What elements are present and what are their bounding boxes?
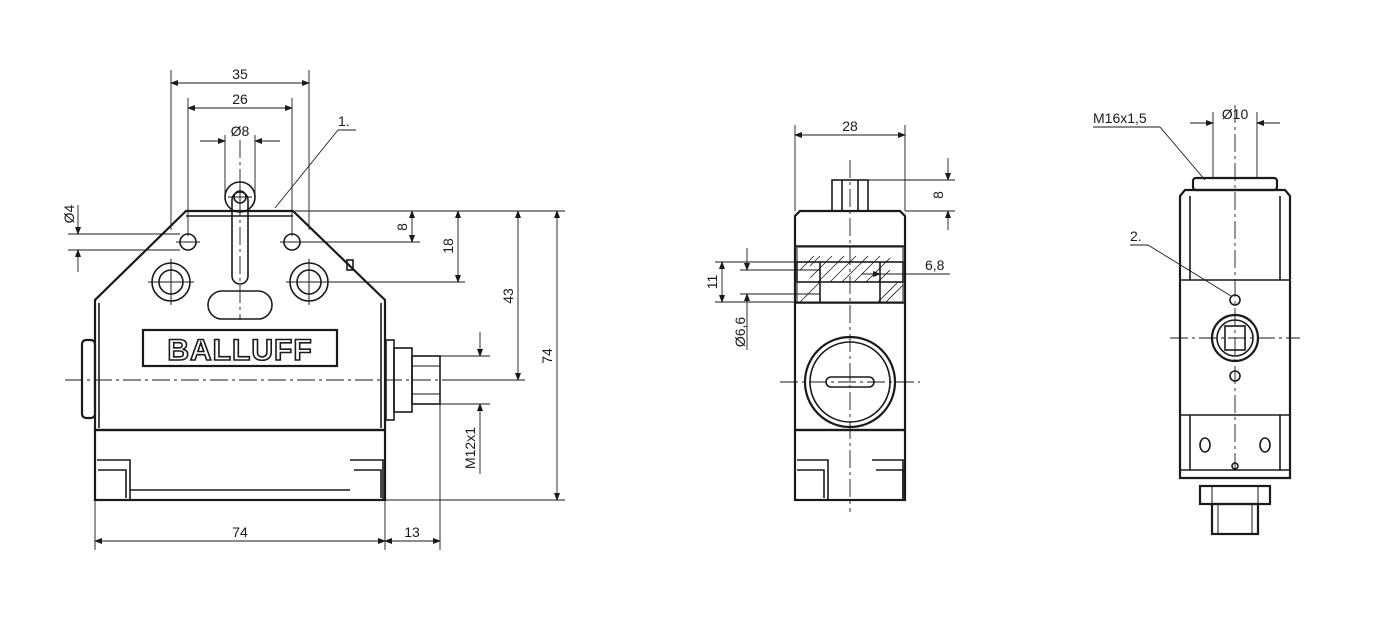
side-round-cap-outer — [803, 335, 897, 429]
side-cap-slot — [825, 376, 875, 388]
rear-small-hole-top — [1229, 294, 1241, 306]
dim-11-label: 11 — [704, 275, 720, 290]
rear-socket-key — [1224, 325, 1246, 351]
dim-m12-label: M12x1 — [462, 427, 478, 469]
dim-28-label: 28 — [842, 118, 858, 134]
front-base-feet-inner — [98, 469, 382, 498]
dim-26-label: 26 — [232, 91, 248, 107]
dim-d10-label: Ø10 — [1222, 106, 1249, 122]
rear-oval-hole-right — [1259, 437, 1271, 453]
dim-d8-label: Ø8 — [231, 123, 250, 139]
front-slot — [207, 290, 273, 320]
rear-connector-thread — [1210, 502, 1260, 536]
dim-side8-label: 8 — [930, 191, 946, 199]
dim-68-label: 6,8 — [925, 257, 945, 273]
rear-small-hole-bottom — [1229, 370, 1241, 382]
brand-logo: BALLUFF — [167, 334, 312, 367]
dim-d66-label: Ø6,6 — [732, 317, 748, 348]
front-left-cap — [80, 338, 97, 420]
dim-13-label: 13 — [404, 524, 420, 540]
rear-socket-inner — [1216, 319, 1254, 357]
rear-connector-nut — [1198, 484, 1272, 506]
rear-view: Ø10 M16x1,5 2. — [1093, 105, 1300, 536]
m16-leader — [1159, 126, 1206, 181]
side-view: 28 8 11 Ø6,6 6,8 — [704, 118, 955, 512]
callout-1-leader — [274, 129, 339, 209]
front-side-knob — [346, 259, 354, 271]
actuator-roller — [224, 181, 256, 213]
rear-housing-outline — [1178, 188, 1292, 480]
dim-18-label: 18 — [440, 238, 456, 254]
front-view: BALLUFF 35 26 Ø8 Ø4 1. 8 — [61, 66, 565, 550]
side-base-feet-inner — [797, 469, 904, 498]
rear-socket-outer — [1210, 313, 1260, 363]
callout-1-label: 1. — [338, 113, 350, 129]
side-plunger — [831, 179, 869, 212]
dim-74h-label: 74 — [232, 524, 248, 540]
callout-2-label: 2. — [1130, 228, 1142, 244]
rear-oval-hole-left — [1199, 437, 1211, 453]
logo-frame — [141, 328, 339, 368]
side-base — [793, 428, 907, 502]
dim-43-label: 43 — [500, 288, 516, 304]
dim-8-label: 8 — [394, 223, 410, 231]
callout-2-leader — [1147, 244, 1232, 297]
dim-74v-label: 74 — [539, 348, 555, 364]
dim-d4-label: Ø4 — [61, 204, 77, 223]
side-bore — [796, 261, 904, 283]
side-round-cap-inner — [809, 341, 891, 423]
front-base-feet — [97, 459, 384, 500]
dim-m16-label: M16x1,5 — [1093, 110, 1147, 126]
front-base — [93, 428, 387, 502]
connector-thread — [411, 355, 441, 405]
dim-35-label: 35 — [232, 66, 248, 82]
rear-pin — [1231, 462, 1239, 470]
